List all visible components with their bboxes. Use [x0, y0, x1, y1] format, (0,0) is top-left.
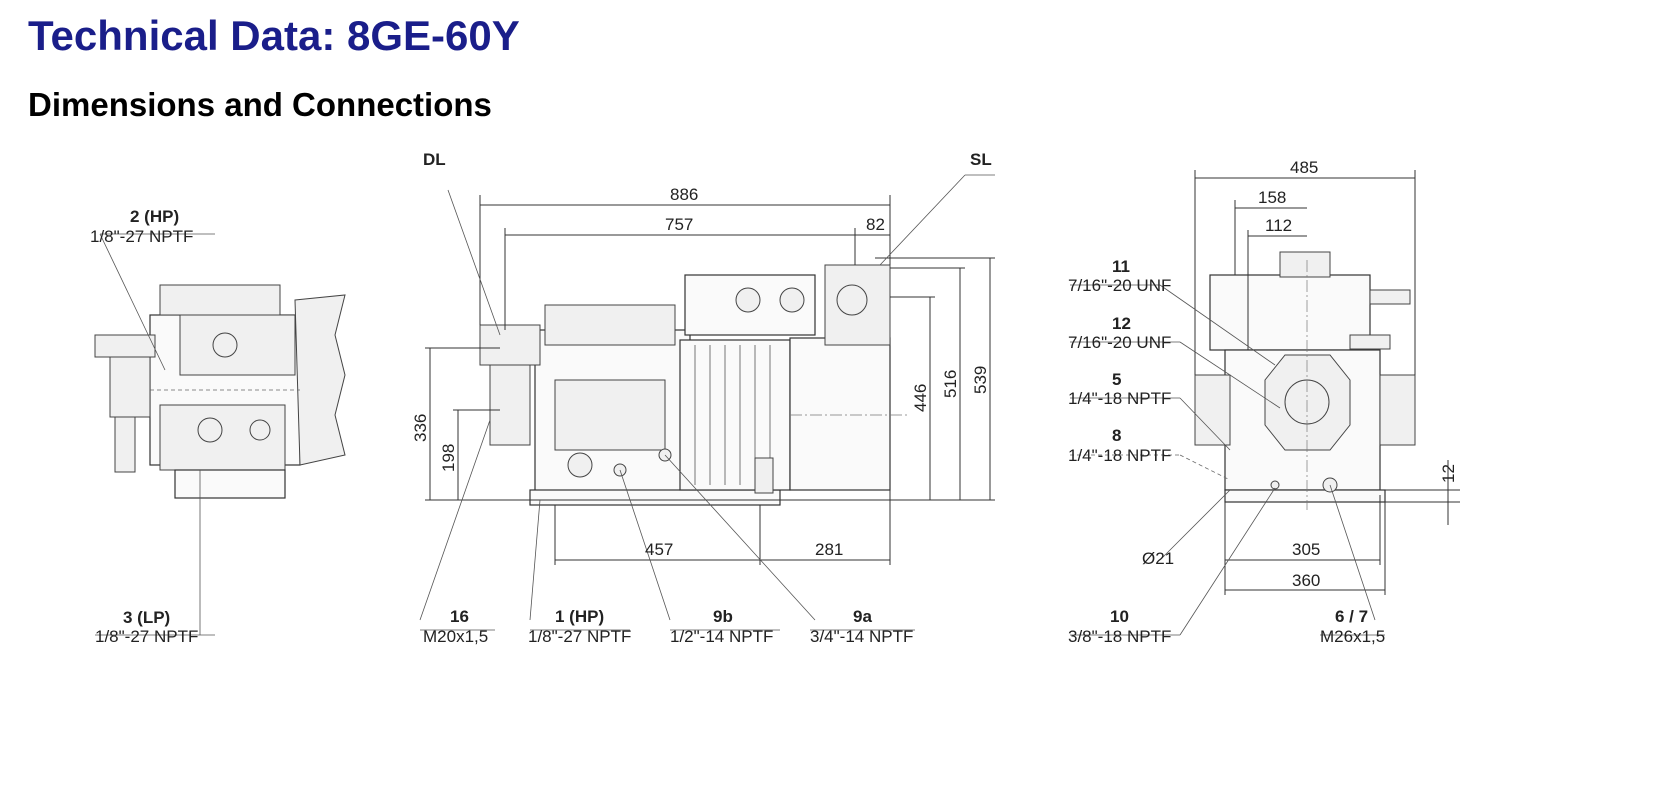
dim-82: 82: [866, 215, 885, 234]
conn-5-number: 5: [1112, 370, 1121, 389]
dim-757: 757: [665, 215, 693, 234]
dim-12: 12: [1439, 464, 1458, 483]
conn-16-spec: M20x1,5: [423, 627, 488, 646]
dim-446: 446: [911, 384, 930, 412]
dim-158: 158: [1258, 188, 1286, 207]
conn-12-number: 12: [1112, 314, 1131, 333]
view-label-dl: DL: [423, 150, 446, 169]
conn-1hp-spec: 1/8"-27 NPTF: [528, 627, 631, 646]
conn-1hp-number: 1 (HP): [555, 607, 604, 626]
side-dimension-lines: [419, 174, 995, 631]
conn-3lp-spec: 1/8"-27 NPTF: [95, 627, 198, 646]
dim-336: 336: [411, 414, 430, 442]
dim-516: 516: [941, 370, 960, 398]
conn-9a-spec: 3/4"-14 NPTF: [810, 627, 913, 646]
conn-67-number: 6 / 7: [1335, 607, 1368, 626]
dim-485: 485: [1290, 158, 1318, 177]
front-view: [1194, 251, 1416, 510]
dim-305: 305: [1292, 540, 1320, 559]
dim-198: 198: [439, 444, 458, 472]
dim-360: 360: [1292, 571, 1320, 590]
page-title: Technical Data: 8GE-60Y: [28, 12, 520, 59]
dim-281: 281: [815, 540, 843, 559]
dim-21: Ø21: [1142, 549, 1174, 568]
conn-9a-number: 9a: [853, 607, 872, 626]
section-subtitle: Dimensions and Connections: [28, 86, 492, 123]
conn-9b-spec: 1/2"-14 NPTF: [670, 627, 773, 646]
conn-8-number: 8: [1112, 426, 1121, 445]
left-end-view: [94, 233, 346, 636]
front-dimension-lines: [1070, 170, 1460, 636]
conn-3lp-number: 3 (LP): [123, 608, 170, 627]
dimension-drawing: 2 (HP) 1/8"-27 NPTF 3 (LP) 1/8"-27 NPTF: [90, 150, 1460, 646]
view-label-sl: SL: [970, 150, 992, 169]
conn-5-spec: 1/4"-18 NPTF: [1068, 389, 1171, 408]
conn-10-number: 10: [1110, 607, 1129, 626]
dim-112: 112: [1265, 216, 1292, 235]
conn-12-spec: 7/16"-20 UNF: [1068, 333, 1171, 352]
conn-9b-number: 9b: [713, 607, 733, 626]
dim-457: 457: [645, 540, 673, 559]
conn-11-spec: 7/16"-20 UNF: [1068, 276, 1171, 295]
conn-11-number: 11: [1112, 257, 1130, 276]
dim-539: 539: [971, 366, 990, 394]
conn-16-number: 16: [450, 607, 469, 626]
dim-886: 886: [670, 185, 698, 204]
conn-10-spec: 3/8"-18 NPTF: [1068, 627, 1171, 646]
conn-2hp-spec: 1/8"-27 NPTF: [90, 227, 193, 246]
cooling-fins: [694, 345, 771, 485]
side-view: [479, 264, 910, 506]
conn-67-spec: M26x1,5: [1320, 627, 1385, 646]
conn-2hp-number: 2 (HP): [130, 207, 179, 226]
conn-8-spec: 1/4"-18 NPTF: [1068, 446, 1171, 465]
